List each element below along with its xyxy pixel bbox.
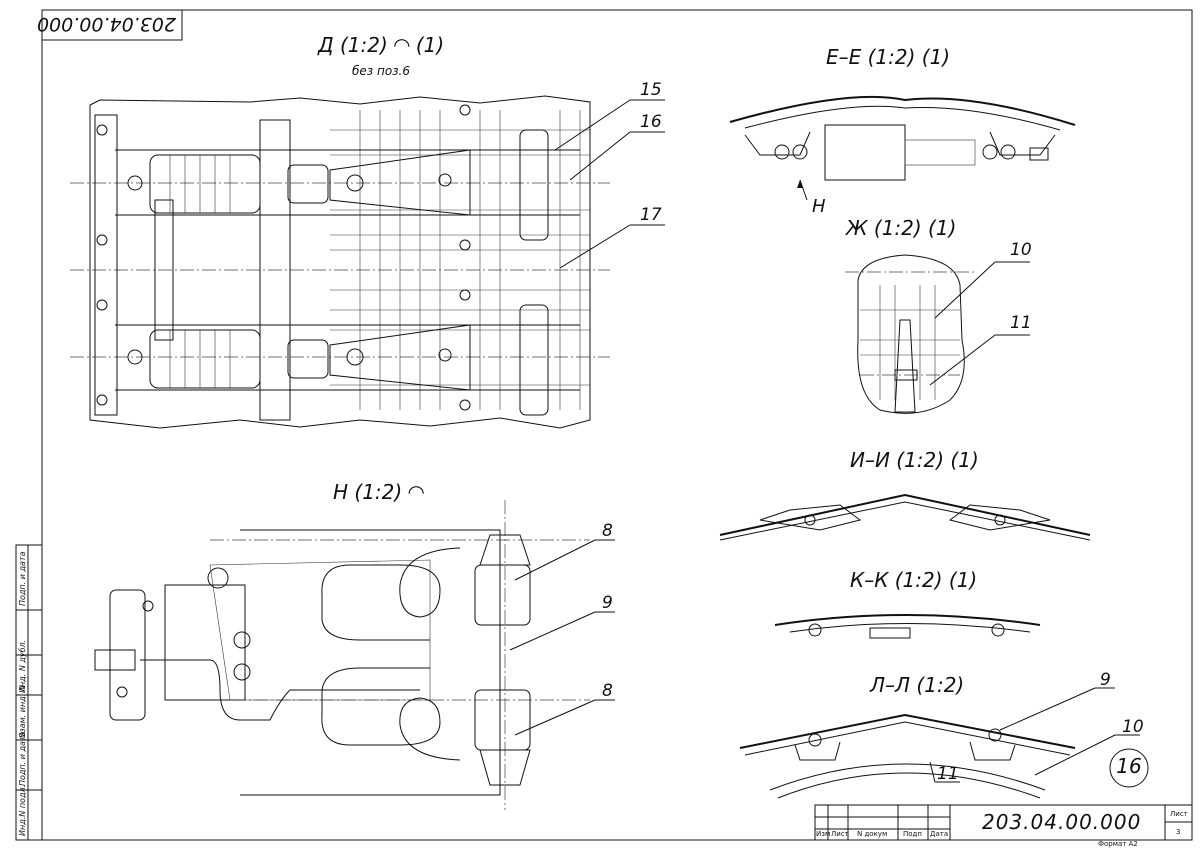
inner-frame (42, 10, 1192, 840)
sheet-number: 16 (1113, 754, 1145, 778)
view-zh-title: Ж (1:2) (1) (846, 216, 956, 240)
view-k-drawing (775, 615, 1040, 638)
position-label-15: 15 (640, 80, 662, 100)
position-label-16: 16 (640, 112, 662, 132)
view-i-title: И–И (1:2) (1) (850, 448, 979, 472)
view-i-drawing (720, 495, 1090, 540)
title-block-col-izm: Изм (816, 830, 830, 838)
view-d-drawing (70, 96, 665, 428)
view-k-title: К–К (1:2) (1) (850, 568, 977, 592)
view-e-drawing (730, 97, 1075, 200)
position-label-8-upper: 8 (602, 521, 613, 541)
view-d-subtitle: без поз.6 (352, 64, 410, 78)
view-d-title: Д (1:2) ◠ (1) (318, 33, 444, 57)
view-zh-drawing (845, 255, 1030, 413)
position-label-10-l: 10 (1122, 717, 1144, 737)
position-label-8-lower: 8 (602, 681, 613, 701)
title-block-col-podp: Подп (903, 830, 922, 838)
sheet-format: Формат А2 (1098, 840, 1138, 848)
side-stamp-label-4: Инд. N дубл. (18, 640, 27, 693)
view-n-drawing (95, 500, 615, 810)
view-e-arrow-label: Н (812, 196, 826, 217)
rotated-drawing-number: 203.04.00.000 (48, 13, 176, 35)
title-block-col-dokum: N докум (857, 830, 887, 838)
position-label-17: 17 (640, 205, 662, 225)
title-block-col-list: Лист (831, 830, 849, 838)
view-l-title: Л–Л (1:2) (870, 673, 964, 697)
side-stamp-label-1: Инд.N подл. (18, 785, 27, 836)
position-label-11-zh: 11 (1010, 313, 1032, 333)
position-label-10-zh: 10 (1010, 240, 1032, 260)
title-block-list-value: 3 (1176, 828, 1180, 836)
side-stamp-label-5: Подп. и дата (18, 552, 27, 607)
view-n-title: Н (1:2) ◠ (333, 480, 424, 504)
position-label-9-n: 9 (602, 593, 613, 613)
position-label-11-l: 11 (937, 764, 959, 784)
view-e-title: Е–Е (1:2) (1) (826, 45, 950, 69)
side-stamp-label-3: Взам. инд. N (18, 685, 27, 738)
title-block-drawing-number: 203.04.00.000 (982, 810, 1141, 834)
title-block-list-label: Лист (1170, 810, 1188, 818)
side-stamp-label-2: Подп. и дата (18, 732, 27, 787)
position-label-9-l: 9 (1100, 670, 1111, 690)
title-block-col-data: Дата (930, 830, 948, 838)
